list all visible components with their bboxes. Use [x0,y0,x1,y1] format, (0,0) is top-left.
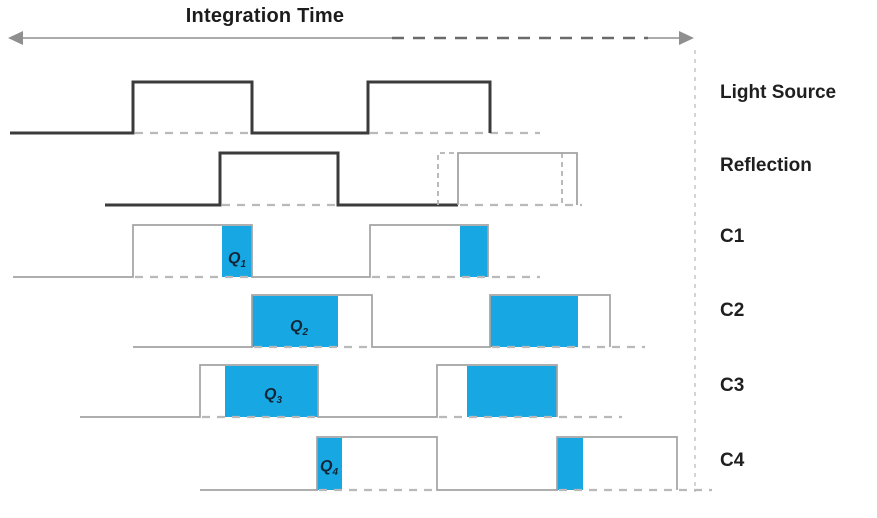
integration-arrow-head-right [679,31,694,45]
q4-fill-1 [317,438,342,490]
integration-arrow-head-left [8,31,23,45]
reflection-second-pulse [457,152,578,205]
signal-label-reflection: Reflection [720,155,812,176]
q3-fill-1 [225,366,318,417]
c3-waveform [80,364,558,418]
c1-waveform [13,224,489,278]
signal-label-c1: C1 [720,226,745,247]
reflection-waveform [105,151,458,207]
c2-waveform [133,294,611,348]
q2-fill-2 [490,296,578,347]
integration-time-label: Integration Time [185,5,345,27]
q4-fill-2 [557,438,583,490]
q1-fill-1 [222,226,252,277]
q1-fill-2 [460,226,488,277]
c4-waveform [200,436,678,491]
signal-label-c2: C2 [720,300,745,321]
light-source-waveform [10,80,492,135]
reflection-ghost-pulse-rise [437,152,458,205]
q3-fill-2 [467,366,557,417]
signal-label-c4: C4 [720,450,745,471]
signal-label-light-source: Light Source [720,82,837,103]
signal-label-c3: C3 [720,375,745,396]
q2-fill-1 [252,296,338,347]
